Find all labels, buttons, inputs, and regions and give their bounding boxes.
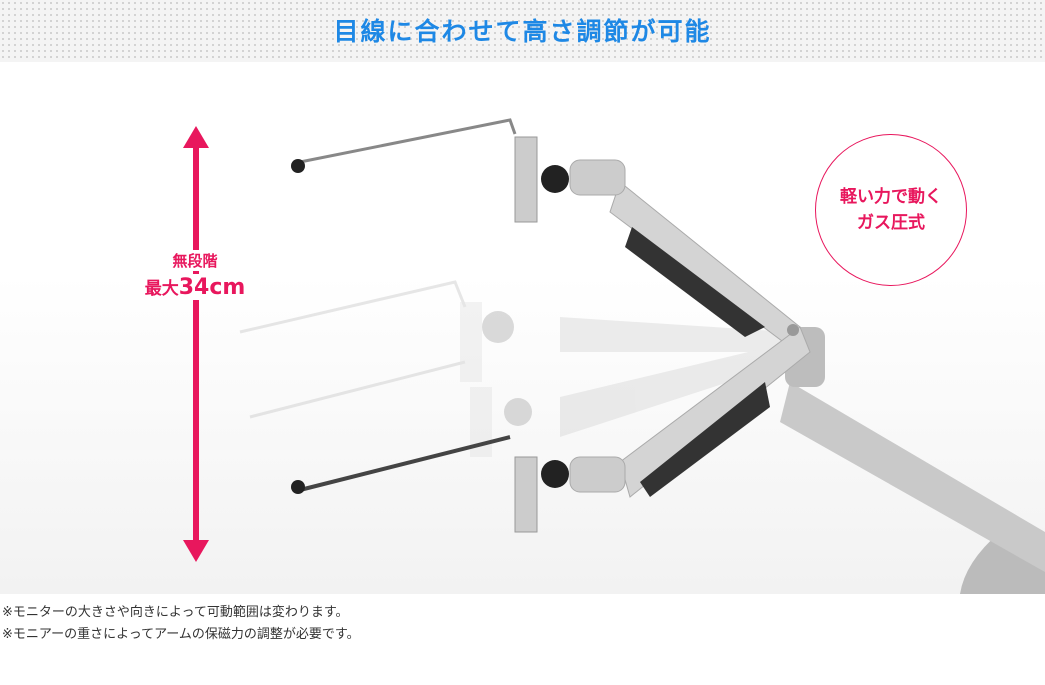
page-title: 目線に合わせて高さ調節が可能 — [333, 17, 712, 46]
height-prefix: 最大 — [144, 279, 179, 299]
gas-spring-badge: 軽い力で動く ガス圧式 — [815, 134, 967, 286]
note-item: ※モニアーの重さによってアームの保磁力の調整が必要です。 — [2, 627, 360, 642]
height-value: 34cm — [178, 275, 246, 300]
badge-line1: 軽い力で動く — [840, 187, 942, 207]
height-arrow-icon — [183, 126, 209, 562]
monitor-arm-illustration — [183, 118, 1045, 594]
note-item: ※モニターの大きさや向きによって可動範囲は変わります。 — [2, 605, 349, 620]
notes: ※モニターの大きさや向きによって可動範囲は変わります。 ※モニアーの重さによって… — [2, 602, 360, 646]
header-banner: 目線に合わせて高さ調節が可能 — [0, 0, 1045, 62]
badge-line2: ガス圧式 — [857, 213, 925, 233]
height-label-line2: 最大34cm — [130, 274, 260, 300]
height-label-line1: 無段階 — [130, 250, 260, 271]
